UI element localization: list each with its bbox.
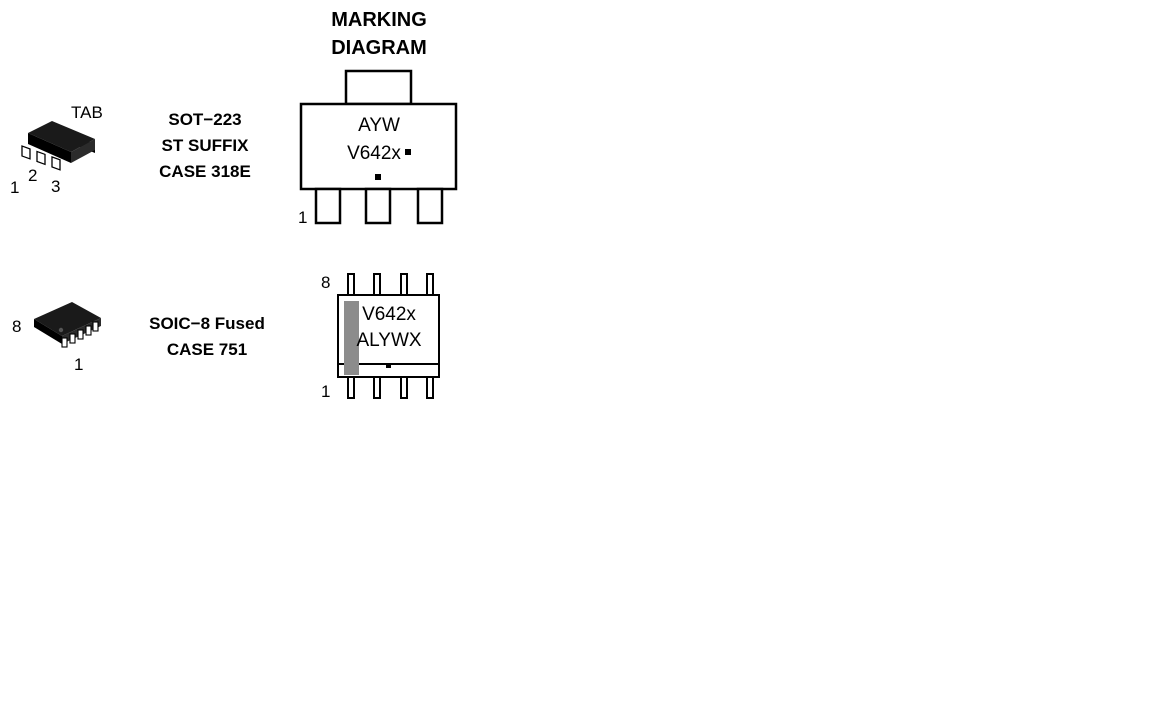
soic8-pin-8-label: 8 bbox=[12, 317, 21, 336]
soic8-pin-1-label: 1 bbox=[74, 355, 83, 374]
sot223-marking-line-2: V642x bbox=[347, 143, 401, 164]
sot223-marking-line-1: AYW bbox=[358, 115, 400, 136]
title-line-1: MARKING bbox=[331, 9, 427, 31]
sot223-suffix: ST SUFFIX bbox=[162, 136, 250, 155]
soic8-case: CASE 751 bbox=[167, 340, 247, 359]
title-line-2: DIAGRAM bbox=[331, 37, 427, 59]
sot223-marking-pin-1: 1 bbox=[298, 208, 307, 227]
sot223-pin-3-label: 3 bbox=[51, 177, 60, 196]
sot223-case: CASE 318E bbox=[159, 162, 251, 181]
soic8-marking-pin-1: 1 bbox=[321, 382, 330, 401]
sot223-pin-2-label: 2 bbox=[28, 166, 37, 185]
sot223-package-icon bbox=[21, 121, 95, 171]
pin1-indicator-icon bbox=[375, 174, 381, 180]
soic8-package-name: SOIC−8 Fused bbox=[149, 314, 265, 333]
soic8-package-icon bbox=[34, 302, 101, 348]
pb-free-dot-icon bbox=[405, 149, 411, 155]
soic8-pin1-indicator-icon bbox=[386, 364, 391, 368]
soic8-marking-line-2: ALYWX bbox=[356, 330, 421, 351]
sot223-package-name: SOT−223 bbox=[168, 110, 241, 129]
sot223-tab-label: TAB bbox=[71, 103, 103, 122]
soic8-marking-line-1: V642x bbox=[362, 304, 416, 325]
sot223-pin-1-label: 1 bbox=[10, 178, 19, 197]
soic8-marking-pin-8: 8 bbox=[321, 273, 330, 292]
fused-lead-bar bbox=[344, 301, 359, 375]
